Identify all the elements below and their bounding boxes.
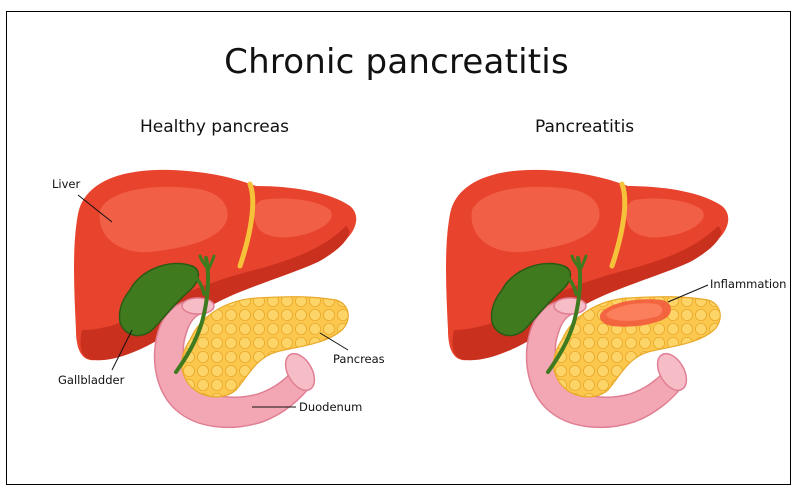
healthy-organ-group	[74, 170, 356, 428]
pancreatitis-organ-group	[446, 170, 728, 428]
label-liver: Liver	[52, 177, 80, 191]
duodenum-top	[554, 298, 586, 314]
duodenum-top	[182, 298, 214, 314]
label-pancreas: Pancreas	[333, 352, 385, 366]
label-gallbladder: Gallbladder	[58, 373, 124, 387]
label-duodenum: Duodenum	[299, 400, 362, 414]
label-inflammation: Inflammation	[710, 277, 786, 291]
